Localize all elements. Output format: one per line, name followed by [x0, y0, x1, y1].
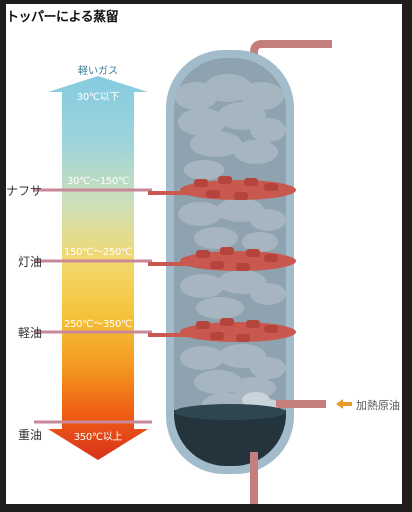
top-pipe: [250, 40, 332, 82]
tray-1: [148, 176, 296, 200]
temp-naphtha: 30℃～150℃: [67, 176, 129, 187]
page-title: トッパーによる蒸留: [6, 10, 119, 25]
feed-label: 加熱原油: [356, 399, 400, 412]
temp-heavy: 350℃以上: [73, 432, 123, 443]
product-kerosene: 灯油: [18, 255, 43, 269]
distillation-diagram: [34, 40, 352, 504]
tray-3: [148, 318, 296, 342]
temp-gasoil: 250℃～350℃: [64, 319, 132, 330]
diagram-frame: トッパーによる蒸留 軽いガス 30℃以下 30℃～150℃ 150℃～250℃ …: [6, 4, 402, 504]
product-naphtha: ナフサ: [6, 184, 43, 198]
product-heavy: 重油: [18, 428, 43, 442]
temp-kerosene: 150℃～250℃: [64, 247, 132, 258]
residue-surface: [174, 404, 286, 420]
vapour-clouds: [174, 74, 286, 415]
product-lines: [34, 188, 152, 424]
tray-2: [148, 247, 296, 271]
temperature-arrow: [48, 76, 148, 460]
temp-top: 30℃以下: [76, 92, 120, 103]
feed-arrow-icon: [336, 399, 352, 409]
top-label: 軽いガス: [78, 66, 118, 77]
product-gasoil: 軽油: [18, 326, 43, 340]
